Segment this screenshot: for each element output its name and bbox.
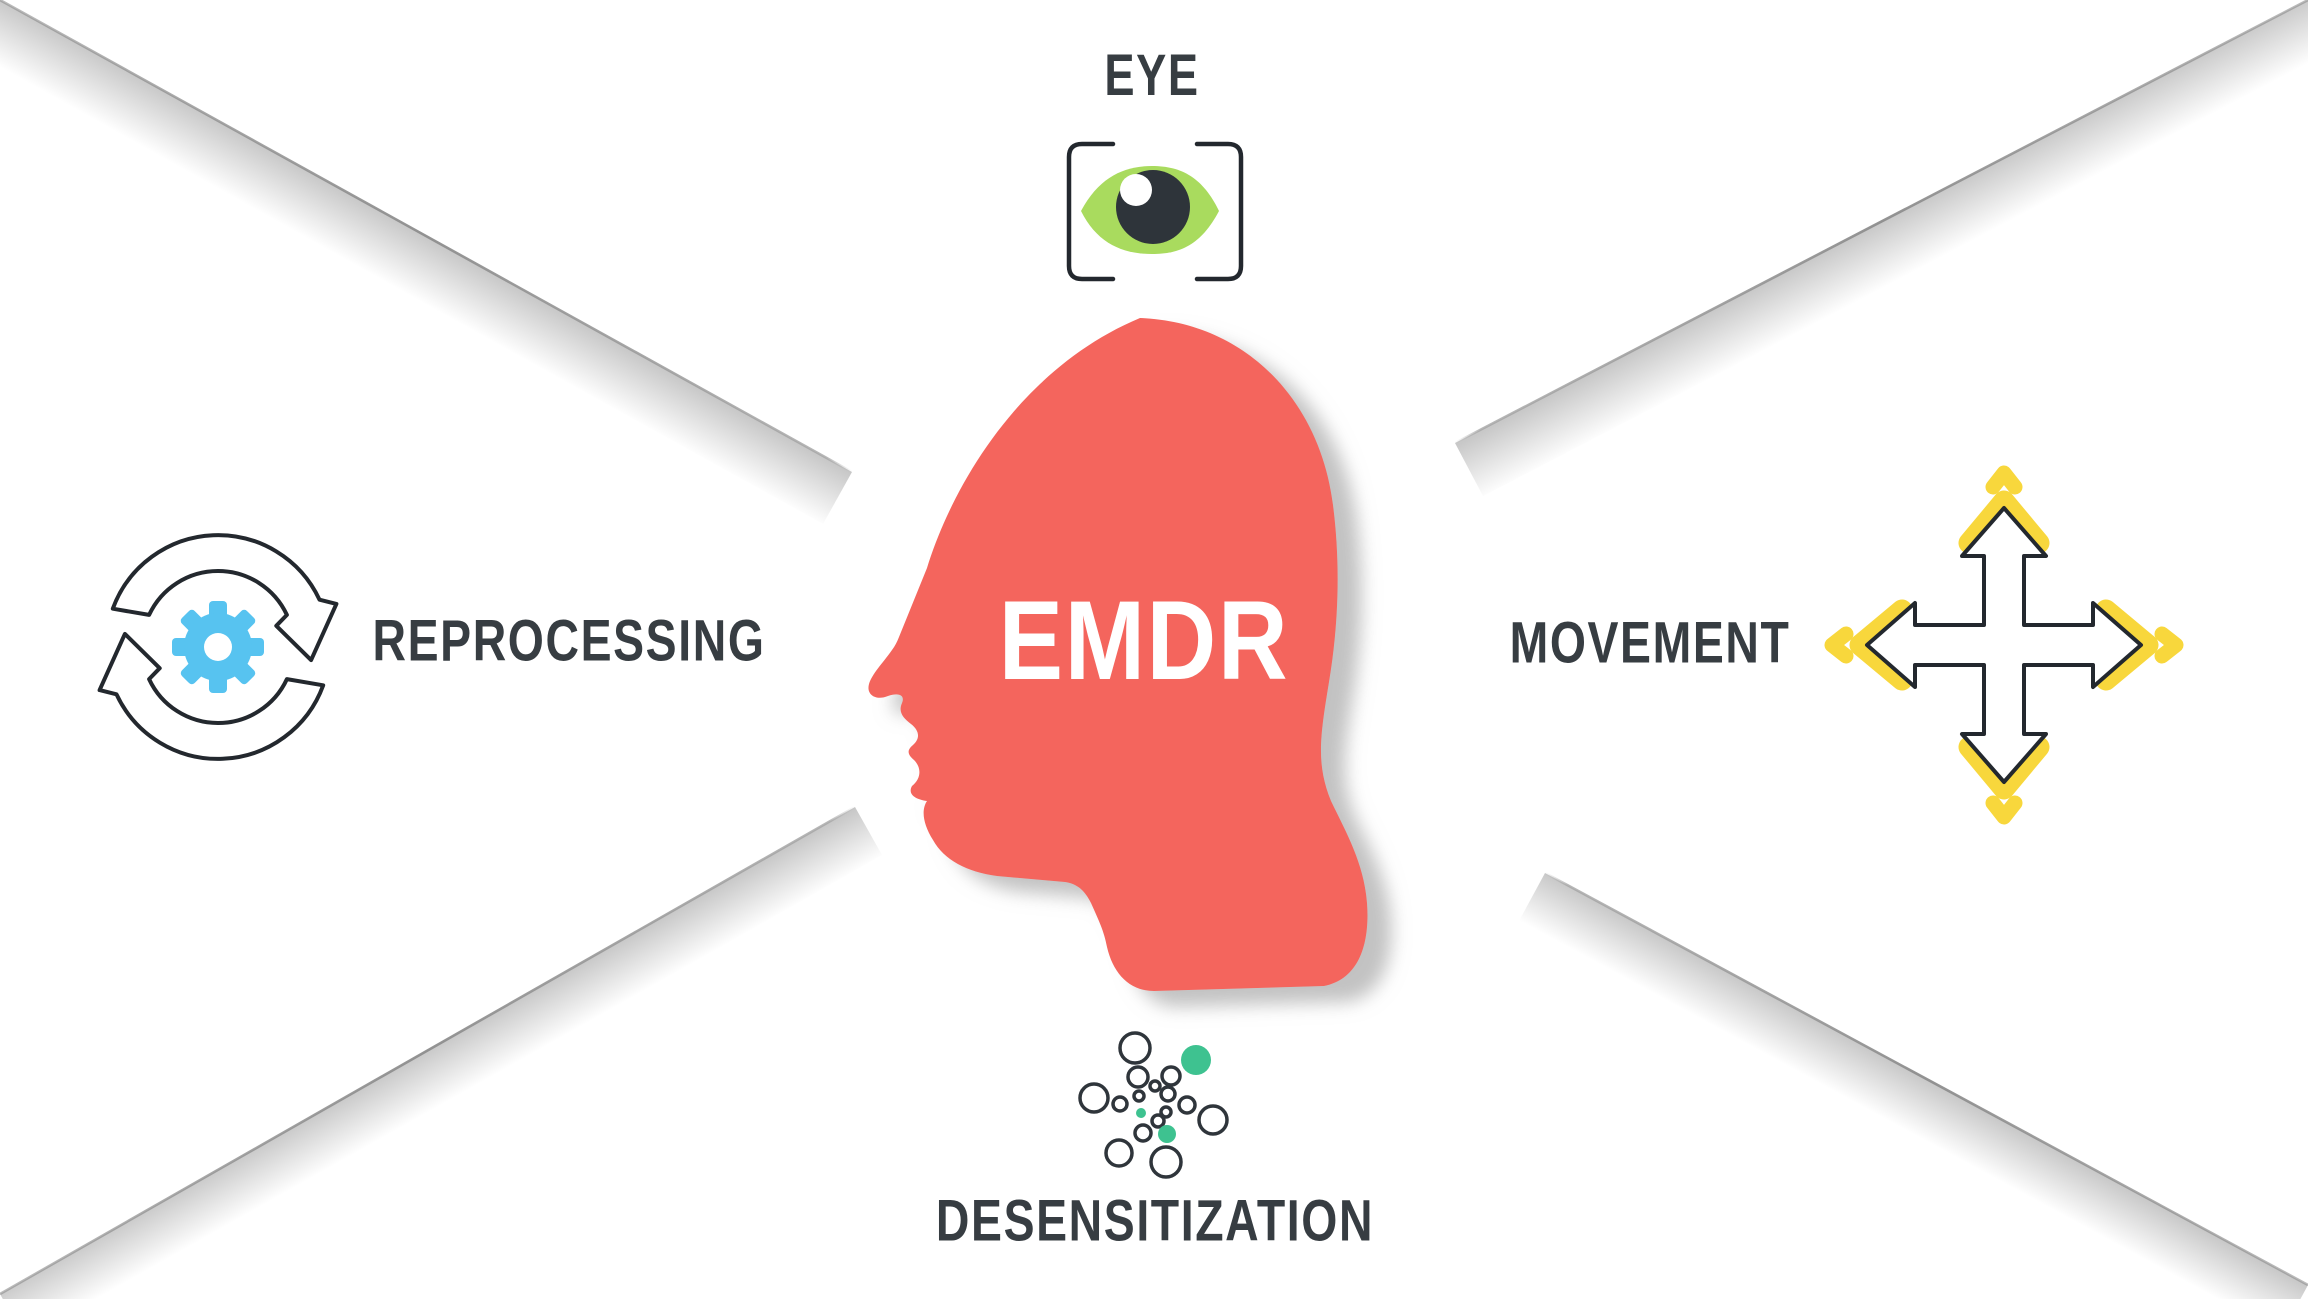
corner-crease-top-right <box>1454 0 2308 496</box>
eye-highlight <box>1120 174 1152 206</box>
corner-crease-top-left <box>0 0 853 524</box>
scattered-particles-icon <box>1078 1031 1229 1179</box>
corner-crease-bottom-left <box>0 805 882 1299</box>
eye-in-focus-brackets-icon <box>1066 141 1244 282</box>
head-silhouette <box>868 318 1368 991</box>
gear-icon <box>172 601 264 693</box>
cycle-arrows-gear-icon <box>97 533 339 761</box>
four-direction-arrows-icon <box>1824 465 2184 825</box>
label-desensitization: DESENSITIZATION <box>936 1188 1374 1253</box>
label-eye: EYE <box>1104 44 1199 109</box>
center-title: EMDR <box>999 578 1289 703</box>
label-reprocessing: REPROCESSING <box>372 608 765 673</box>
label-movement: MOVEMENT <box>1510 610 1791 675</box>
corner-crease-bottom-right <box>1519 871 2308 1299</box>
